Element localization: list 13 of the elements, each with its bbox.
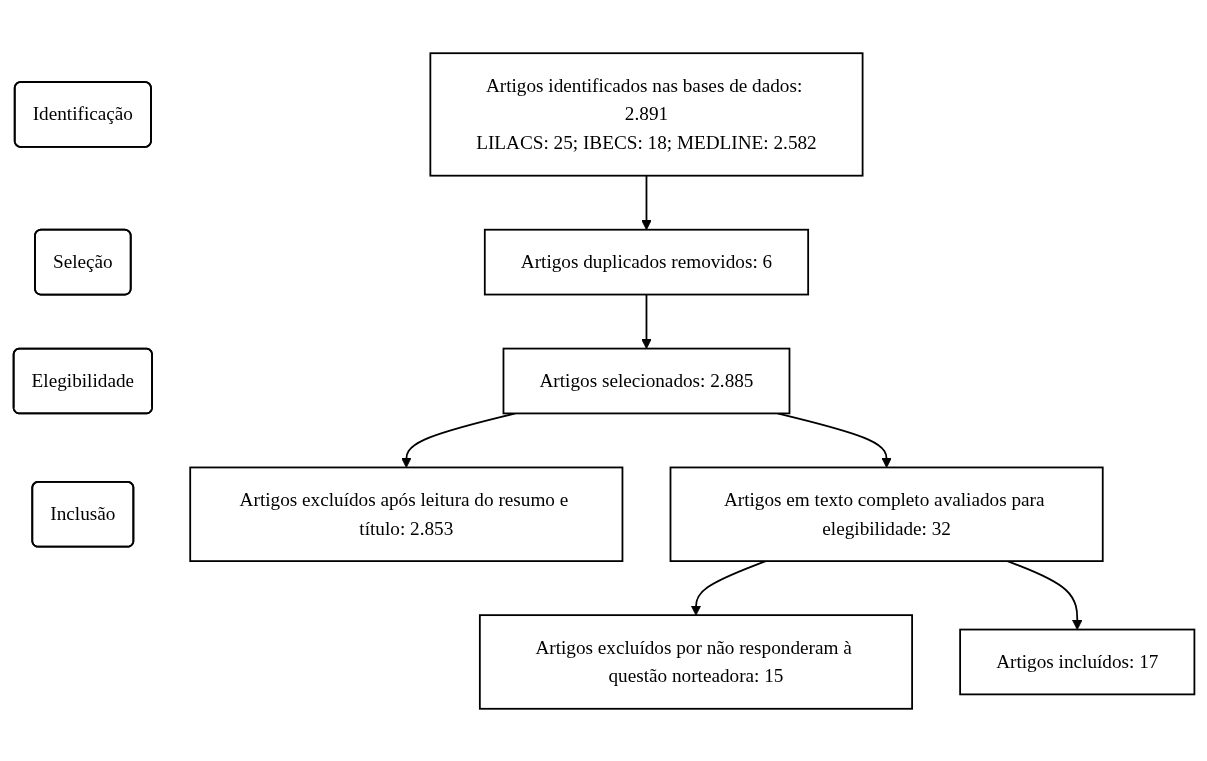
node-box: Artigos duplicados removidos: 6 — [483, 228, 809, 295]
node-box: Artigos excluídos após leitura do resumo e título: 2.853 — [188, 466, 623, 562]
arrow — [640, 174, 652, 230]
node-box: Artigos selecionados: 2.885 — [502, 347, 790, 414]
arrow — [690, 559, 767, 616]
node-box: Artigos incluídos: 17 — [958, 628, 1195, 695]
arrow — [1006, 559, 1083, 630]
node-box: Artigos excluídos por não responderam à questão norteadora: 15 — [478, 613, 913, 710]
arrow — [776, 412, 892, 468]
node-box: Artigos identificados nas bases de dados: 2.891 LILACS: 25; IBECS: 18; MEDLINE: 2.582 — [428, 51, 863, 177]
arrow — [640, 293, 652, 349]
arrow — [400, 412, 516, 468]
node-box: Artigos em texto completo avaliados para elegibilidade: 32 — [669, 466, 1104, 562]
